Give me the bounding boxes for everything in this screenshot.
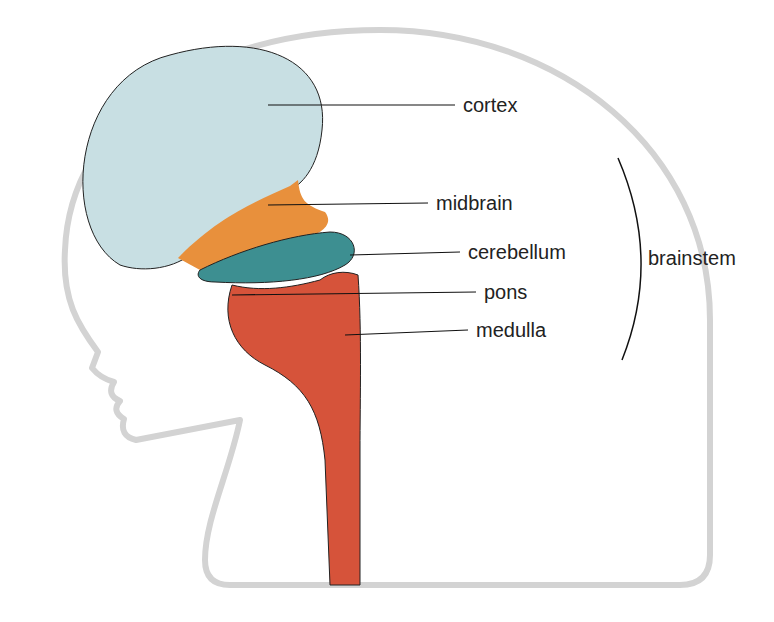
part-label: medulla bbox=[476, 318, 546, 342]
head-outline bbox=[65, 30, 710, 585]
medulla-shape bbox=[228, 272, 361, 585]
part-label: pons bbox=[484, 280, 527, 304]
part-label: midbrain bbox=[436, 191, 513, 215]
cerebellum-shape bbox=[198, 232, 354, 283]
part-label: cerebellum bbox=[468, 240, 566, 264]
part-label: cortex bbox=[463, 93, 517, 117]
leader-lines bbox=[232, 105, 476, 335]
bracket-label: brainstem bbox=[648, 246, 736, 270]
brainstem-bracket bbox=[618, 158, 641, 360]
